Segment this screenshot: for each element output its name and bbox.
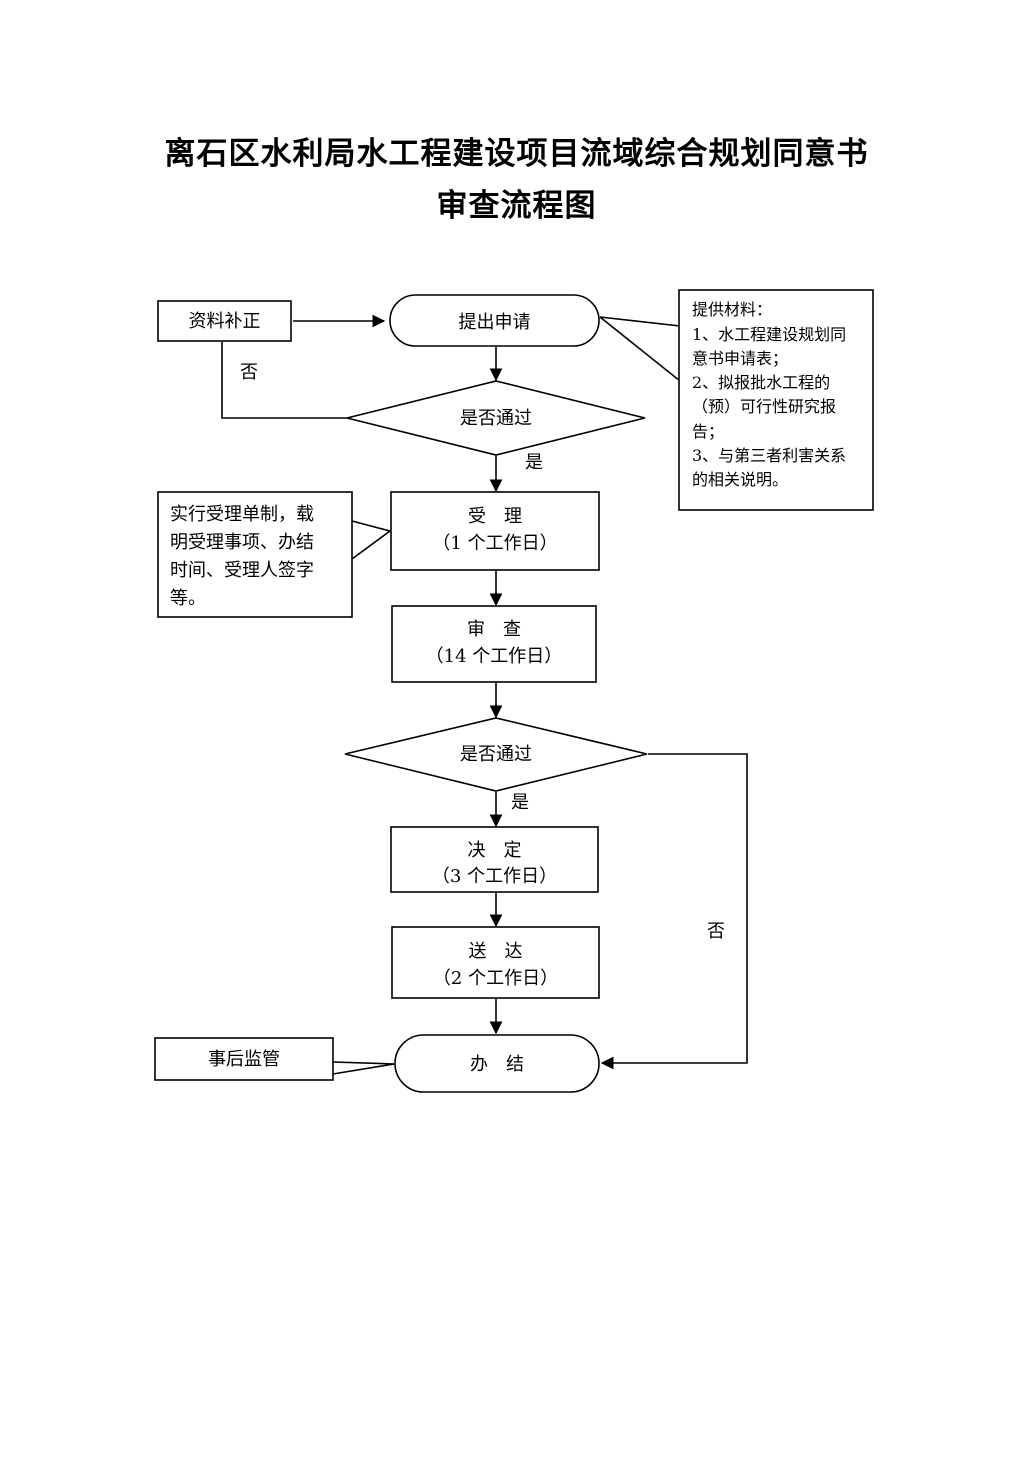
node-finish-label: 办 结 — [470, 1054, 524, 1075]
node-supplement: 资料补正 — [157, 300, 292, 342]
accept-note-line: 明受理事项、办结 — [170, 532, 314, 553]
materials-note-text: 提供材料： 1、水工程建设规划同 意书申请表； 2、拟报批水工程的 （预）可行性… — [692, 300, 851, 489]
callout-line-materials-upper — [599, 316, 681, 327]
node-accept: 受 理 （1 个工作日） — [390, 491, 600, 571]
callout-line-supervise-upper — [332, 1061, 395, 1065]
accept-note-line: 时间、受理人签字 — [170, 560, 314, 581]
node-apply: 提出申请 — [389, 294, 600, 347]
branch-label-no-2: 否 — [707, 921, 725, 942]
materials-note-line: 2、拟报批水工程的 — [692, 373, 830, 392]
materials-note: 提供材料： 1、水工程建设规划同 意书申请表； 2、拟报批水工程的 （预）可行性… — [678, 289, 874, 511]
materials-note-line: 告； — [692, 422, 724, 441]
callout-line-accept-lower — [351, 530, 391, 560]
page-title-line-2: 审查流程图 — [436, 188, 597, 224]
branch-label-yes-1: 是 — [525, 452, 543, 473]
node-check1: 是否通过 — [346, 380, 646, 456]
accept-note: 实行受理单制，载 明受理事项、办结 时间、受理人签字 等。 — [157, 491, 353, 618]
accept-note-line: 实行受理单制，载 — [170, 504, 314, 525]
node-supplement-label: 资料补正 — [189, 311, 261, 332]
node-decide: 决 定 （3 个工作日） — [390, 826, 599, 893]
materials-note-line: 提供材料： — [692, 300, 772, 319]
line-check1-no-to-supplement — [221, 342, 347, 419]
node-finish: 办 结 — [394, 1034, 600, 1093]
page-title-line-1: 离石区水利局水工程建设项目流域综合规划同意书 — [164, 136, 869, 172]
node-supervise-label: 事后监管 — [208, 1049, 280, 1070]
accept-note-text: 实行受理单制，载 明受理事项、办结 时间、受理人签字 等。 — [170, 504, 320, 609]
node-deliver-days: （2 个工作日） — [433, 968, 558, 989]
materials-note-line: 的相关说明。 — [692, 470, 788, 489]
materials-note-line: 意书申请表； — [692, 349, 788, 368]
materials-note-line: 3、与第三者利害关系 — [692, 446, 846, 465]
materials-note-line: （预）可行性研究报 — [692, 397, 836, 416]
branch-label-no-1: 否 — [240, 362, 258, 383]
callout-line-supervise-lower — [332, 1063, 395, 1075]
node-check1-label: 是否通过 — [460, 408, 532, 429]
node-deliver: 送 达 （2 个工作日） — [391, 926, 600, 999]
node-apply-label: 提出申请 — [459, 312, 531, 333]
node-check2: 是否通过 — [344, 717, 648, 792]
node-accept-days: （1 个工作日） — [432, 533, 557, 554]
node-review-name: 审 查 — [467, 619, 521, 640]
node-check2-label: 是否通过 — [460, 744, 532, 765]
connectors — [221, 314, 748, 1075]
callout-line-materials-lower — [599, 316, 681, 382]
node-decide-days: （3 个工作日） — [432, 866, 557, 887]
branch-label-yes-2: 是 — [511, 792, 529, 813]
node-deliver-name: 送 达 — [469, 941, 523, 962]
node-supervise: 事后监管 — [154, 1037, 334, 1081]
materials-note-line: 1、水工程建设规划同 — [692, 325, 846, 344]
node-review: 审 查 （14 个工作日） — [391, 605, 597, 683]
node-accept-name: 受 理 — [468, 506, 522, 527]
node-decide-name: 决 定 — [468, 840, 522, 861]
arrow-check2-no-to-finish — [600, 753, 748, 1070]
node-review-days: （14 个工作日） — [426, 646, 563, 667]
callout-line-accept-upper — [351, 520, 391, 532]
accept-note-line: 等。 — [170, 588, 206, 609]
